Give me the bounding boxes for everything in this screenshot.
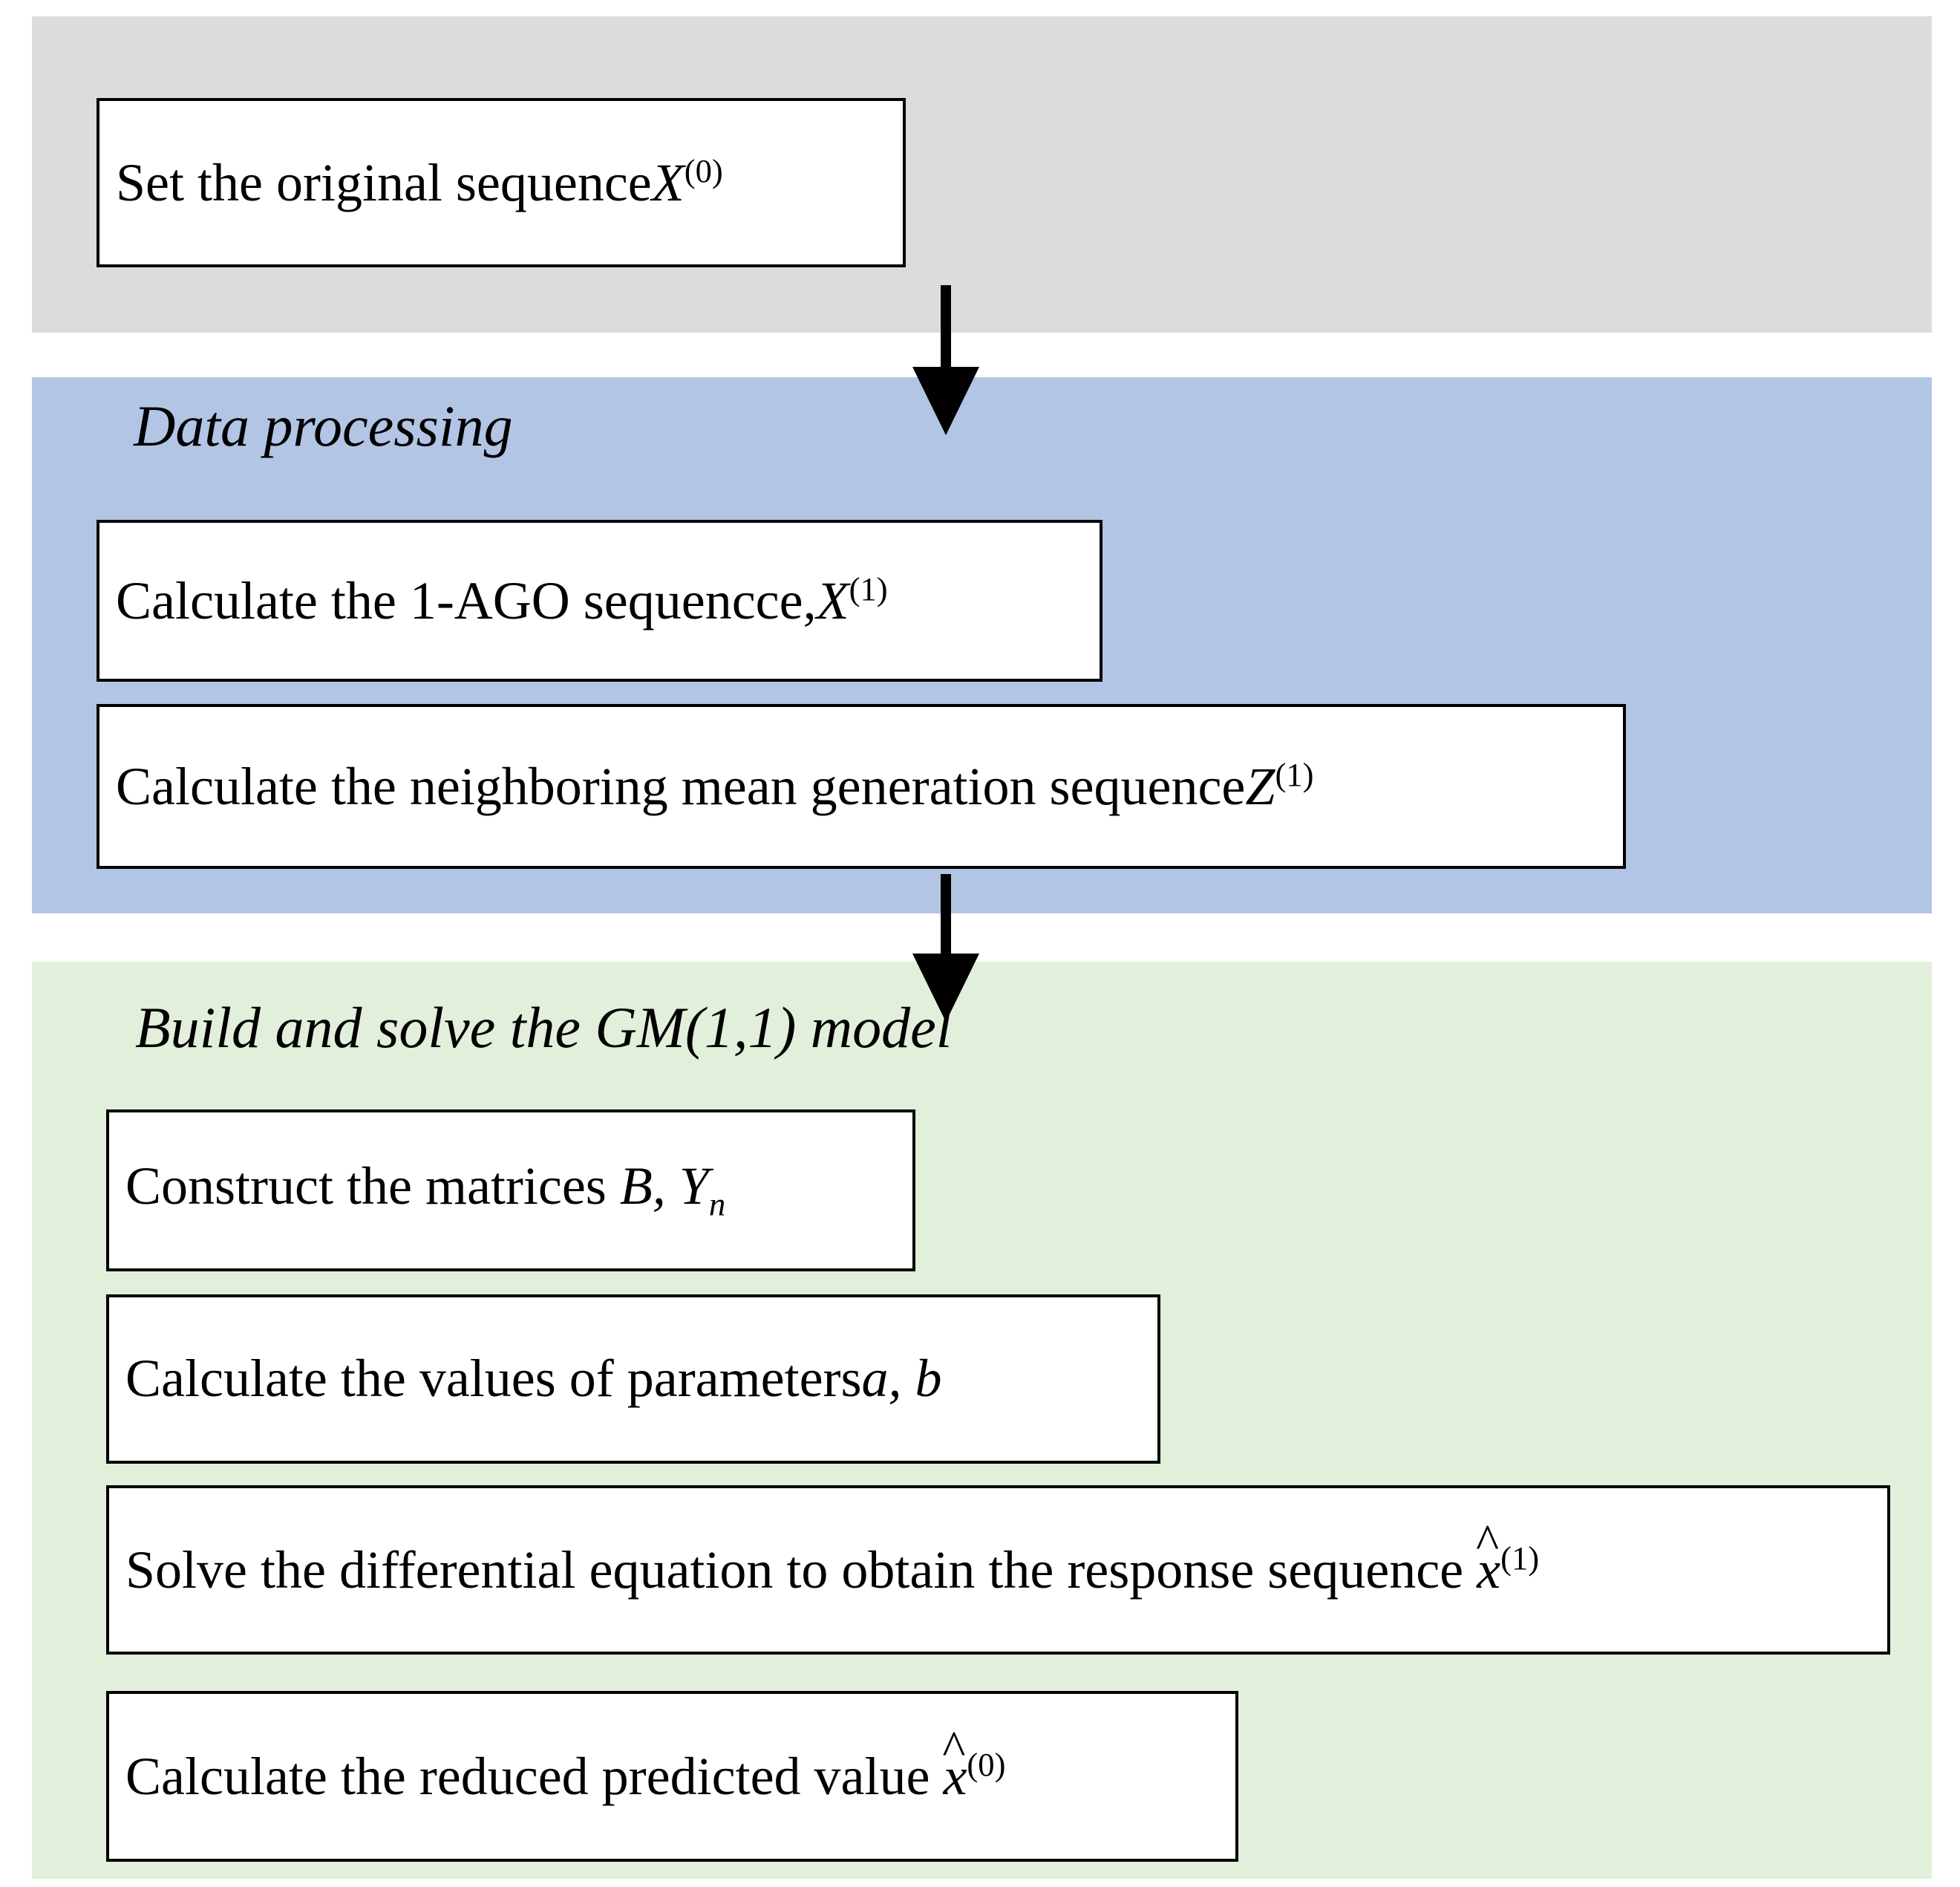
process-box-original-sequence[interactable]: Set the original sequenceX(0) [97, 98, 906, 267]
process-box-text: Calculate the values of parameters [125, 1349, 862, 1409]
math-symbol: Z [1245, 757, 1275, 817]
math-superscript: (0) [684, 152, 723, 190]
math-symbol: x [1477, 1540, 1501, 1600]
process-box-label: Calculate the 1-AGO sequencce,X(1) [99, 572, 888, 630]
process-box-construct-matrices[interactable]: Construct the matrices B, Yn [106, 1109, 915, 1271]
math-superscript: (1) [1275, 756, 1314, 794]
process-box-text: Calculate the neighboring mean generatio… [116, 757, 1246, 817]
process-box-text: Construct the matrices [125, 1156, 607, 1216]
math-superscript: (1) [849, 570, 888, 608]
math-symbol: X [816, 571, 849, 631]
process-box-label: Solve the differential equation to obtai… [109, 1517, 1540, 1600]
hat-accent-icon: ^ [1475, 1515, 1500, 1570]
process-box-reduced-predicted-value[interactable]: Calculate the reduced predicted value ^x… [106, 1691, 1238, 1862]
math-symbol: B, Y [619, 1156, 709, 1216]
math-symbol-with-hat: ^x [942, 1724, 967, 1807]
process-box-label: Calculate the values of parametersa, b [109, 1349, 942, 1409]
math-symbol: x [943, 1747, 967, 1807]
math-superscript: (1) [1500, 1539, 1540, 1577]
arrow-head [912, 954, 979, 1022]
process-box-solve-differential-equation[interactable]: Solve the differential equation to obtai… [106, 1485, 1890, 1655]
stage-title-model: Build and solve the GM(1,1) model [135, 995, 953, 1060]
math-symbol-with-hat: ^x [1476, 1517, 1501, 1600]
process-box-ago-sequence[interactable]: Calculate the 1-AGO sequencce,X(1) [97, 520, 1102, 682]
math-superscript: (0) [967, 1746, 1006, 1784]
process-box-label: Set the original sequenceX(0) [99, 154, 723, 212]
process-box-calculate-parameters[interactable]: Calculate the values of parametersa, b [106, 1294, 1160, 1464]
process-box-label: Construct the matrices B, Yn [109, 1158, 725, 1222]
stage-title-processing: Data processing [134, 394, 513, 458]
process-box-text: Calculate the 1-AGO sequencce, [116, 571, 817, 631]
arrow-shaft [941, 285, 951, 371]
process-box-text: Solve the differential equation to obtai… [125, 1540, 1464, 1600]
math-symbol: a, b [861, 1349, 942, 1409]
math-symbol: X [651, 153, 685, 213]
process-box-neighboring-mean[interactable]: Calculate the neighboring mean generatio… [97, 704, 1626, 869]
arrow-shaft [941, 874, 951, 957]
process-box-text: Set the original sequence [116, 153, 652, 213]
process-box-text: Calculate the reduced predicted value [125, 1747, 930, 1807]
math-subscript: n [708, 1185, 726, 1223]
process-box-label: Calculate the reduced predicted value ^x… [109, 1724, 1006, 1807]
process-box-label: Calculate the neighboring mean generatio… [99, 757, 1313, 815]
arrow-head [912, 367, 979, 435]
hat-accent-icon: ^ [942, 1721, 966, 1776]
